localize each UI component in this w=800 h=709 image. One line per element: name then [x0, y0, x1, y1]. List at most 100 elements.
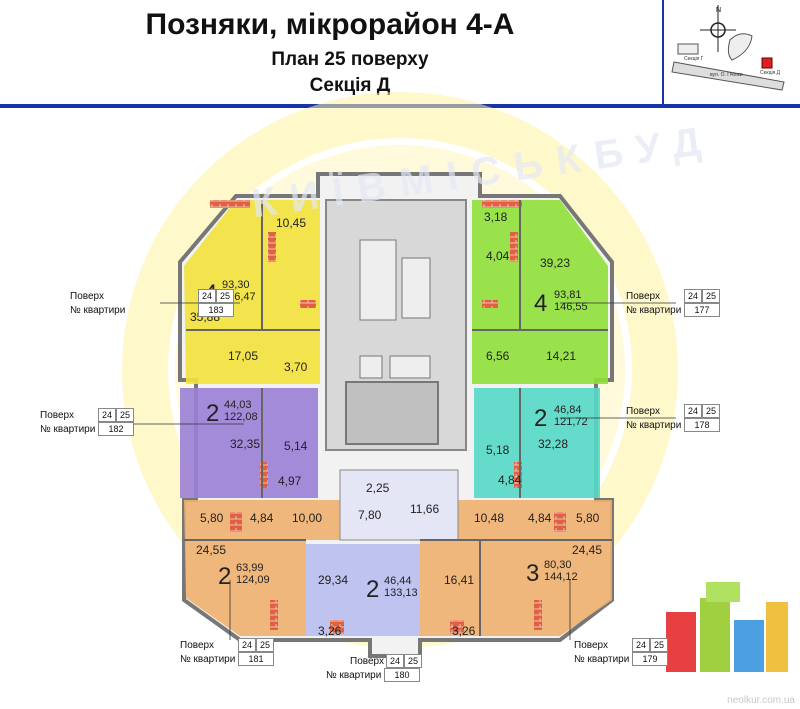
room-area: 10,00 [292, 511, 323, 525]
compass-icon: N [700, 5, 736, 52]
total-area: 133,13 [384, 586, 418, 599]
apartment-183-area[interactable] [184, 200, 320, 384]
room-area: 29,34 [318, 573, 349, 587]
floor-cell: 25 [216, 289, 234, 303]
floor-cell: 24 [98, 408, 116, 422]
apartment-180-label[interactable]: Поверх 24 25 № квартири 180 [326, 654, 422, 682]
floor-label: Поверх [626, 290, 660, 302]
apt-label: № квартири [626, 419, 682, 431]
total-area: 124,09 [236, 573, 270, 586]
room-area: 10,48 [474, 511, 505, 525]
floor-cell: 24 [386, 654, 404, 668]
rooms-count: 2 [206, 400, 220, 427]
page-title: Позняки, мікрорайон 4-А [145, 8, 515, 41]
room-area: 11,66 [410, 502, 440, 516]
room-area: 3,26 [318, 624, 342, 638]
apartment-179-label[interactable]: Поверх 24 25 № квартири 179 [574, 638, 668, 666]
apartment-182-label[interactable]: Поверх 24 25 № квартири 182 [40, 408, 134, 436]
rooms-count: 4 [534, 290, 548, 317]
room-area: 3,70 [284, 360, 308, 374]
room-area: 3,26 [452, 624, 476, 638]
floor-label: Поверх [40, 409, 74, 421]
floor-cell: 25 [404, 654, 422, 668]
floor-cell: 24 [684, 404, 702, 418]
apt-number: 183 [198, 303, 234, 317]
living-area: 63,99 [236, 562, 264, 574]
living-area: 46,84 [554, 404, 582, 416]
apartment-181-area[interactable] [184, 500, 350, 636]
apartment-180-area[interactable] [306, 544, 420, 636]
apartment-183-label[interactable]: Поверх 24 25 № квартири 183 [70, 289, 234, 317]
apartment-178-area[interactable] [474, 388, 600, 498]
apartment-177-label[interactable]: Поверх 24 25 № квартири 177 [626, 289, 720, 317]
floor-cell: 24 [684, 289, 702, 303]
apartment-179-area[interactable] [420, 500, 612, 636]
room-area: 4,04 [486, 249, 510, 263]
apt-number: 182 [98, 422, 134, 436]
total-area: 121,72 [554, 415, 588, 428]
room-area: 24,45 [572, 543, 603, 557]
total-area: 122,08 [224, 410, 258, 423]
city-illustration [666, 582, 788, 672]
living-area: 93,30 [222, 279, 250, 291]
room-area: 10,45 [276, 216, 307, 230]
keymap-svg: N вул. О. Пчілки Секція Г Секція Д [671, 5, 785, 91]
rooms-count: 3 [526, 560, 540, 587]
room-area: 24,55 [196, 543, 227, 557]
room-area: 5,80 [576, 511, 600, 525]
total-area: 144,12 [544, 570, 578, 583]
rooms-count: 2 [218, 563, 232, 590]
floor-label: Поверх [626, 405, 660, 417]
apt-label: № квартири [70, 304, 126, 316]
apartment-177-area[interactable] [472, 200, 608, 384]
living-area: 44,03 [224, 399, 252, 411]
section-title: Секція Д [309, 75, 391, 96]
room-area: 16,41 [444, 573, 475, 587]
room-area: 5,14 [284, 439, 308, 453]
apt-number: 179 [632, 652, 668, 666]
floor-cell: 25 [702, 404, 720, 418]
keymap-section-b-label: Секція Д [760, 70, 781, 76]
footer-watermark: neolkur.com.ua [727, 695, 795, 706]
apt-number: 181 [238, 652, 274, 666]
apt-number: 177 [684, 303, 720, 317]
room-area: 17,05 [228, 349, 259, 363]
room-area: 5,18 [486, 443, 510, 457]
living-area: 46,44 [384, 575, 412, 587]
keymap-section-a-label: Секція Г [684, 56, 704, 62]
floor-cell: 25 [650, 638, 668, 652]
floor-cell: 25 [702, 289, 720, 303]
room-area: 14,21 [546, 349, 577, 363]
location-keymap: N вул. О. Пчілки Секція Г Секція Д [662, 0, 800, 104]
apt-label: № квартири [574, 653, 630, 665]
header: Позняки, мікрорайон 4-А План 25 поверху … [0, 0, 660, 104]
floor-cell: 25 [116, 408, 134, 422]
rooms-count: 2 [534, 405, 548, 432]
living-area: 80,30 [544, 559, 572, 571]
apartment-178-label[interactable]: Поверх 24 25 № квартири 178 [626, 404, 720, 432]
floor-cell: 25 [256, 638, 274, 652]
apartment-181-label[interactable]: Поверх 24 25 № квартири 181 [180, 638, 274, 666]
apt-label: № квартири [180, 653, 236, 665]
room-area: 5,80 [200, 511, 224, 525]
total-area: 146,47 [222, 290, 256, 303]
floor-label: Поверх [574, 639, 608, 651]
floor-cell: 24 [632, 638, 650, 652]
room-area: 3,18 [484, 210, 508, 224]
apt-number: 178 [684, 418, 720, 432]
apt-label: № квартири [626, 304, 682, 316]
floor-label: Поверх [180, 639, 214, 651]
room-area: 4,84 [528, 511, 552, 525]
room-area: 32,28 [538, 437, 569, 451]
floor-cell: 24 [238, 638, 256, 652]
keymap-street-label: вул. О. Пчілки [710, 72, 743, 78]
apartment-182-area[interactable] [180, 388, 318, 498]
partitions [184, 200, 612, 636]
floor-plan-title: План 25 поверху [271, 49, 429, 70]
apt-label: № квартири [326, 669, 382, 681]
room-area: 7,80 [358, 508, 382, 522]
apt-number: 180 [384, 668, 420, 682]
apt-label: № квартири [40, 423, 96, 435]
floor-cell: 24 [198, 289, 216, 303]
